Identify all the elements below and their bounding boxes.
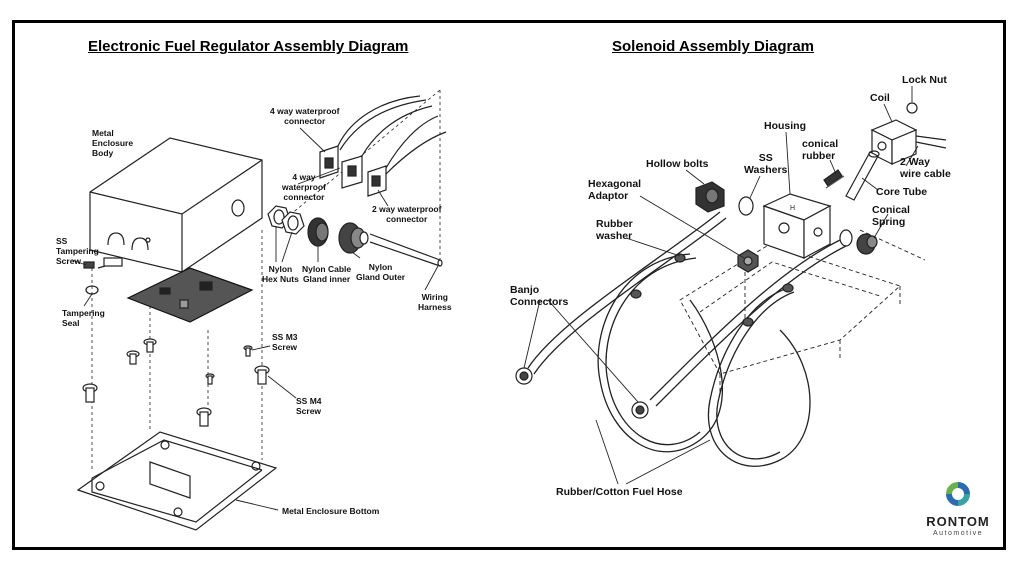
label-metal-enclosure-body: Metal Enclosure Body [92,128,134,158]
ss-washer-2 [839,229,853,247]
label-2-way-connector: 2 way waterproof connector [372,204,442,224]
solenoid-housing: H [762,193,832,260]
label-lock-nut: Lock Nut [902,74,947,86]
label-tampering-seal: Tampering Seal [62,308,105,328]
label-rubber-washer: Rubber washer [596,218,633,242]
hex-nuts [267,205,305,235]
label-nylon-gland-outer: Nylon Gland Outer [356,262,406,282]
label-wiring-harness: Wiring Harness [418,292,452,312]
label-ss-tampering-screw: SS Tampering Screw [56,236,99,266]
label-rubber-cotton-fuel-hose: Rubber/Cotton Fuel Hose [556,486,683,498]
ss-washer [738,196,754,216]
hexagonal-adaptor-shape [737,249,759,273]
rontom-logo: RONTOM Automotive [918,474,998,544]
metal-enclosure-body [89,137,263,273]
label-housing: Housing [764,120,806,132]
mounting-bracket [679,229,926,392]
nylon-cable-gland-inner [307,217,329,247]
rubber-washers [630,253,794,327]
label-nylon-cable-gland-inner: Nylon Cable Gland inner [302,264,352,284]
fuel-hose [527,211,847,467]
label-hexagonal-adaptor: Hexagonal Adaptor [588,178,642,202]
nylon-gland-outer [338,222,369,254]
hollow-bolt [695,181,725,213]
label-4-way-connector-mid: 4 way waterproof connector [282,172,326,202]
logo-subtitle: Automotive [932,530,984,537]
label-banjo-connectors: Banjo Connectors [510,284,569,308]
banjo-connectors-shapes [515,367,649,419]
label-ss-m3-screw: SS M3 Screw [272,332,298,352]
label-nylon-hex-nuts: Nylon Hex Nuts [262,264,299,284]
label-hollow-bolts: Hollow bolts [646,158,709,170]
screws [82,338,270,427]
circuit-board [126,267,254,323]
metal-enclosure-bottom [76,431,278,531]
waterproof-connectors [319,95,447,197]
label-ss-washers: SS Washers [744,152,788,176]
conical-spring-shape [856,233,878,255]
right-diagram-title: Solenoid Assembly Diagram [612,38,815,55]
svg-text:H: H [790,205,795,212]
logo-mark-icon [946,482,970,506]
label-conical-spring: Conical Spring [872,204,910,228]
label-core-tube: Core Tube [876,186,928,198]
label-ss-m4-screw: SS M4 Screw [296,396,322,416]
wiring-harness [369,233,443,267]
left-diagram-title: Electronic Fuel Regulator Assembly Diagr… [88,38,409,55]
lock-nut-shape [906,102,918,114]
core-tube-shape [845,150,880,201]
conical-rubber-shape [823,169,845,189]
tampering-screw [83,257,123,269]
label-2-way-wire-cable: 2 Way wire cable [900,156,951,180]
label-4-way-connector-top: 4 way waterproof connector [270,106,340,126]
label-conical-rubber: conical rubber [802,138,839,162]
label-metal-enclosure-bottom: Metal Enclosure Bottom [282,506,380,516]
label-coil: Coil [870,92,890,104]
logo-name: RONTOM [926,514,990,529]
